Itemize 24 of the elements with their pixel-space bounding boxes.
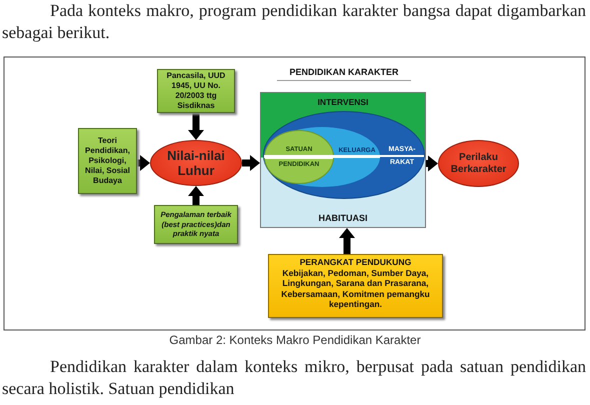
- node-label: Pancasila, UUD 1945, UU No. 20/2003 ttg Sisdiknas: [166, 71, 226, 111]
- oval: [264, 130, 334, 184]
- arrow: [242, 155, 260, 171]
- text-box: [78, 128, 137, 194]
- oval: [264, 127, 380, 187]
- arrow: [188, 113, 204, 140]
- text-box: [154, 205, 238, 244]
- text-box: [268, 254, 443, 318]
- arrow: [426, 156, 438, 172]
- node-label: Perilaku Berkarakter: [450, 152, 508, 176]
- figure-caption: Gambar 2: Konteks Makro Pendidikan Karakter: [168, 333, 422, 347]
- node-label: HABITUASI: [318, 213, 368, 223]
- arrow: [137, 155, 150, 171]
- node-label: INTERVENSI: [318, 97, 368, 107]
- node-label: Teori Pendidikan, Psikologi, Nilai, Sosial Budaya: [84, 136, 131, 186]
- paragraph: Pada konteks makro, program pendidikan karakter bangsa dapat digambarkan sebagai berikut.: [2, 0, 586, 44]
- text-box: [157, 69, 235, 113]
- arrow: [188, 186, 204, 205]
- node-label: Nilai-nilai Luhur: [166, 148, 226, 178]
- node-label: Kebijakan, Pedoman, Sumber Daya, Lingkungan, Sarana dan Prasarana, Kebersamaan, Komitmen pemangku kepentingan.: [280, 268, 431, 310]
- panel-heading: PENDIDIKAN KARAKTER: [277, 67, 411, 81]
- arrow: [339, 228, 355, 254]
- heading: PERANGKAT PENDUKUNG: [300, 257, 412, 268]
- paragraph: Pendidikan karakter dalam konteks mikro, berpusat pada satuan pendidikan secara holistik. Satuan pendidikan: [2, 356, 586, 400]
